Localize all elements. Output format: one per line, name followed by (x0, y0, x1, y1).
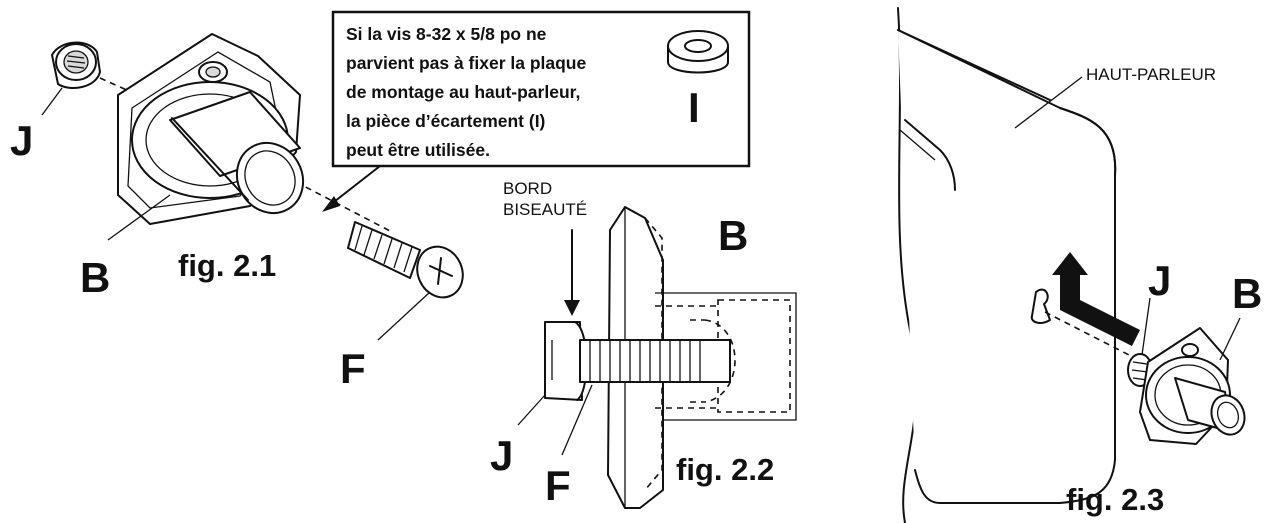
mount-b-drawing (117, 33, 305, 225)
label-speaker: HAUT-PARLEUR (1086, 65, 1216, 84)
screw-f-drawing (347, 221, 464, 299)
note-line-4: la pièce d’écartement (I) (346, 111, 545, 131)
note-box: Si la vis 8-32 x 5/8 po ne parvient pas … (322, 10, 751, 212)
note-line-2: parvient pas à fixer la plaque (346, 53, 586, 73)
note-line-5: peut être utilisée. (346, 140, 490, 160)
nut-j-drawing (51, 41, 101, 89)
install-arrow (1052, 252, 1140, 346)
screw-f-fig22 (579, 319, 736, 403)
speaker-cabinet-drawing (897, 29, 1117, 504)
note-line-3: de montage au haut-parleur, (346, 82, 580, 102)
label-f-fig21: F (340, 345, 366, 392)
caption-fig-2-2: fig. 2.2 (676, 452, 774, 487)
mount-b-fig23 (1127, 327, 1246, 445)
note-line-1: Si la vis 8-32 x 5/8 po ne (346, 24, 547, 44)
figure-2-3: HAUT-PARLEUR J B fig. 2.3 (897, 7, 1262, 523)
label-j-fig21: J (10, 117, 33, 164)
label-b-fig22: B (718, 212, 748, 259)
spacer-i-drawing (667, 30, 729, 74)
label-bevel-line2: BISEAUTÉ (503, 200, 587, 219)
label-b-fig23: B (1232, 270, 1262, 317)
label-j-fig22: J (490, 432, 513, 479)
caption-fig-2-3: fig. 2.3 (1066, 482, 1164, 517)
figure-2-1: J B F fig. 2.1 (10, 33, 464, 392)
label-bevel-line1: BORD (503, 179, 552, 198)
label-f-fig22: F (545, 462, 571, 509)
label-b-fig21: B (80, 254, 110, 301)
caption-fig-2-1: fig. 2.1 (178, 248, 276, 283)
label-spacer-i: I (688, 84, 700, 131)
label-j-fig23: J (1148, 257, 1171, 304)
figure-2-2: BORD BISEAUTÉ B J F fig. 2.2 (490, 179, 797, 509)
